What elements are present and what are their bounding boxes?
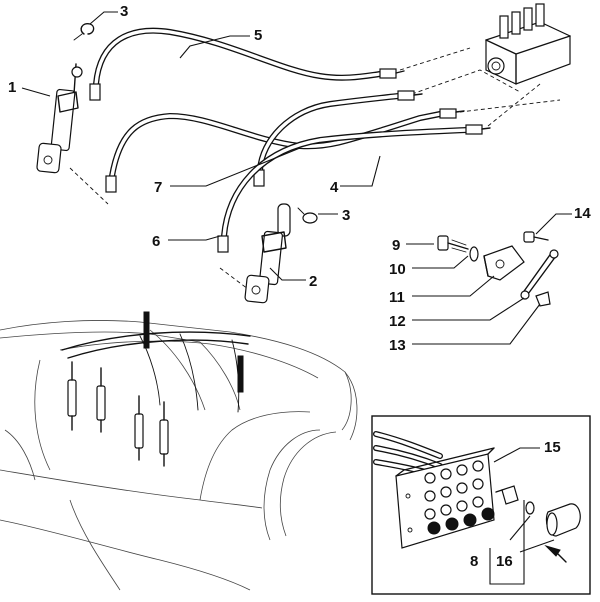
installed-cylinders [67, 311, 244, 467]
hydraulic-pump-unit [485, 3, 571, 85]
callout-13: 13 [389, 337, 406, 354]
callout-1: 1 [8, 79, 16, 96]
detail-inset [371, 415, 591, 595]
clip-13 [535, 291, 551, 307]
callout-labels: 1 2 3 3 4 5 6 7 8 9 10 11 12 13 14 15 16 [8, 3, 591, 570]
cylinder-1 [36, 63, 83, 174]
callout-3-top: 3 [120, 3, 128, 20]
leader-lines [21, 11, 572, 585]
callout-8: 8 [470, 553, 478, 570]
hose-5 [89, 27, 405, 101]
callout-2: 2 [309, 273, 317, 290]
screw-14 [523, 231, 549, 243]
link-12 [520, 249, 559, 300]
cap-nut [545, 503, 581, 537]
hose-4 [253, 90, 423, 187]
callout-10: 10 [389, 261, 406, 278]
callout-4: 4 [330, 179, 339, 196]
washer-10 [469, 246, 479, 262]
cylinder-2 [244, 203, 291, 304]
callout-7: 7 [154, 179, 162, 196]
pin-8 [495, 485, 519, 505]
washer-16 [525, 501, 535, 515]
callout-15: 15 [544, 439, 561, 456]
port-grid [405, 460, 495, 535]
callout-14: 14 [574, 205, 591, 222]
callout-16: 16 [496, 553, 513, 570]
clip-3-mid [297, 207, 318, 224]
roof-frame [61, 331, 251, 413]
callout-3-mid: 3 [342, 207, 350, 224]
callout-11: 11 [389, 289, 405, 306]
bracket-11 [483, 245, 525, 281]
callout-6: 6 [152, 233, 160, 250]
pump-dashed-lines [69, 47, 561, 293]
arrow-icon [544, 544, 567, 563]
hose-6 [217, 124, 491, 253]
callout-12: 12 [389, 313, 406, 330]
clip-3-top [73, 22, 95, 41]
bolt-9 [437, 235, 469, 253]
car-body-outline [0, 320, 358, 591]
callout-9: 9 [392, 237, 400, 254]
callout-5: 5 [254, 27, 262, 44]
